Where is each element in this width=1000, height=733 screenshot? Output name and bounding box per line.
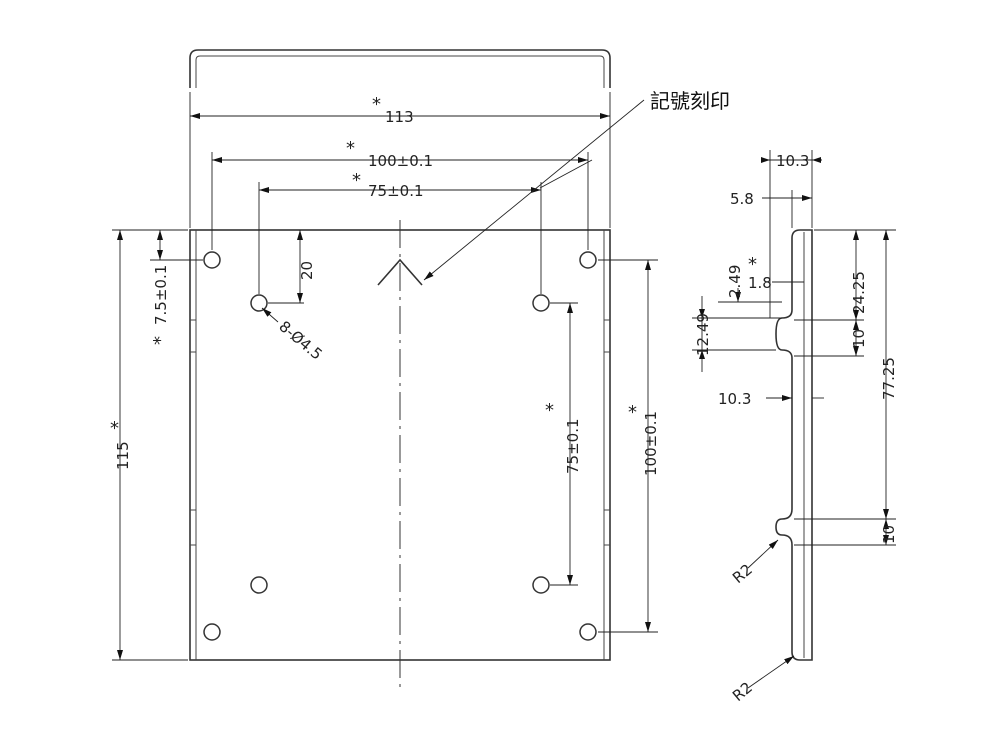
front-dimensions: * 113 * 100±0.1 * 75±0.1 7.5±0.1 * 20 8-… (110, 89, 730, 661)
side-dimensions: 10.3 5.8 * 1.8 2.49 12.49 24.25 10 1 (692, 150, 898, 705)
hole (532, 294, 550, 312)
star-mark: * (628, 402, 637, 423)
side-profile (775, 229, 813, 661)
dim-vertical-pitch-inner: 75±0.1 (564, 418, 582, 474)
star-mark: * (545, 400, 554, 421)
top-view (189, 49, 611, 88)
star-mark: * (110, 418, 119, 439)
dim-side-10-lower: 10 (880, 525, 898, 544)
hole (203, 251, 221, 269)
star-mark: * (150, 336, 171, 345)
side-view (775, 229, 813, 661)
dim-side-2-49: 2.49 (726, 265, 744, 298)
dim-hole-pitch-inner: 75±0.1 (368, 182, 424, 200)
dim-side-24-25: 24.25 (850, 271, 868, 314)
hole (250, 294, 268, 312)
front-view (189, 220, 611, 690)
dim-overall-height: 115 (114, 441, 132, 470)
dim-side-radius-lower: R2 (729, 678, 756, 705)
dim-hole-pitch-outer: 100±0.1 (368, 152, 433, 170)
star-mark: * (346, 138, 355, 159)
dim-inner-offset: 20 (298, 261, 316, 280)
hole (250, 576, 268, 594)
dim-side-10-upper: 10 (850, 329, 868, 348)
dim-side-1-8: 1.8 (748, 274, 772, 292)
dim-side-77-25: 77.25 (880, 357, 898, 400)
marking-v (377, 258, 423, 286)
hole (532, 576, 550, 594)
dim-side-10-3-mid: 10.3 (718, 390, 751, 408)
dim-side-10-3-top: 10.3 (776, 152, 809, 170)
dim-side-5-8: 5.8 (730, 190, 754, 208)
dim-edge-offset: 7.5±0.1 (152, 265, 170, 325)
star-mark: * (352, 170, 361, 191)
hole (203, 623, 221, 641)
star-mark: * (748, 254, 757, 275)
marking-note: 記號刻印 (650, 89, 730, 113)
dim-side-12-49: 12.49 (694, 313, 712, 356)
dim-overall-width: 113 (385, 108, 414, 126)
star-mark: * (372, 94, 381, 115)
hole (579, 251, 597, 269)
hole (579, 623, 597, 641)
edge-ticks (190, 319, 610, 546)
dim-vertical-pitch-outer: 100±0.1 (642, 411, 660, 476)
dim-hole-callout: 8-Ø4.5 (275, 317, 325, 363)
